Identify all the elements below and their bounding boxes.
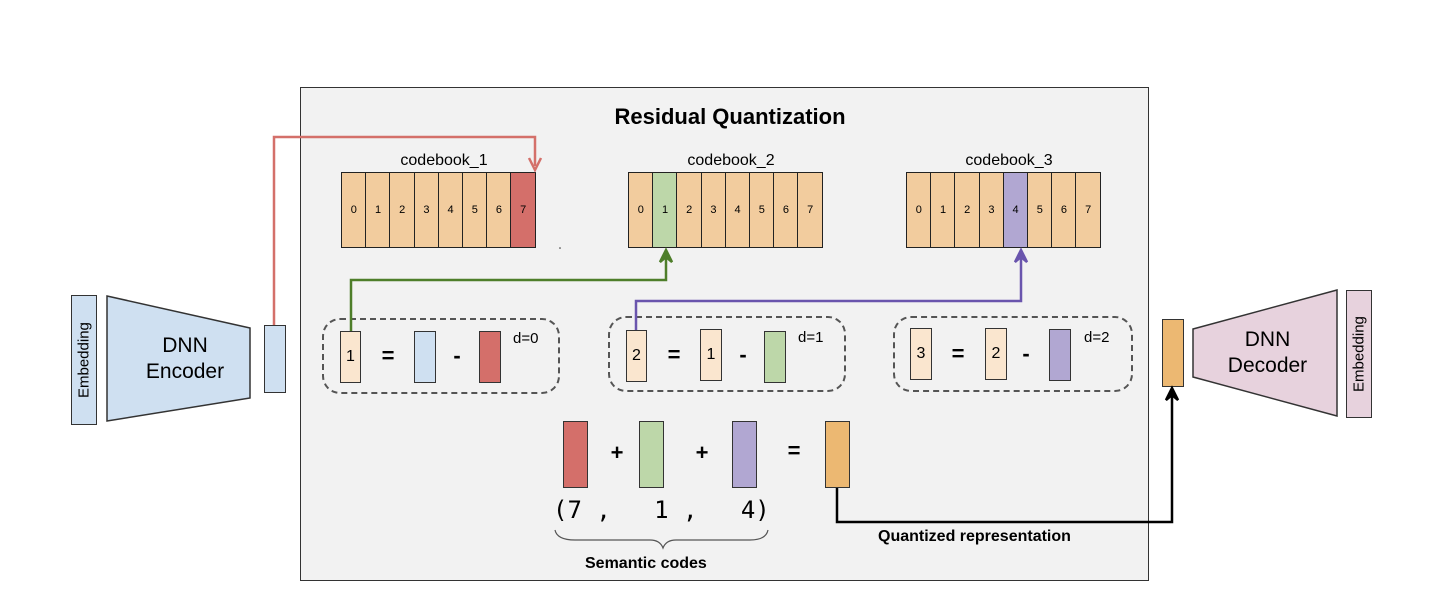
decoder-label: DNN Decoder	[1205, 327, 1330, 379]
depth-label-2: d=2	[1084, 329, 1110, 346]
decoder-input-vector	[1162, 319, 1184, 387]
codebook-cell-selected: 7	[510, 172, 536, 248]
codebook-cell-selected: 4	[1002, 172, 1029, 248]
code-vector-3	[1049, 329, 1071, 381]
equals-sign: =	[787, 438, 801, 463]
equals-sign: =	[381, 343, 395, 368]
minus-sign: -	[739, 342, 747, 367]
codebook-cell: 6	[486, 172, 512, 248]
minus-sign: -	[453, 343, 461, 368]
quantized-representation-label: Quantized representation	[878, 528, 1071, 545]
residual-step-2	[893, 316, 1133, 392]
codebook-2-label: codebook_2	[687, 152, 775, 169]
arrow-encoder-to-codebook-1	[272, 135, 543, 325]
codebook-cell: 2	[389, 172, 416, 248]
encoded-vector	[264, 325, 286, 393]
semantic-codes-brace	[554, 529, 769, 550]
residual-index: 2	[991, 345, 1001, 362]
codebook-cell: 2	[954, 172, 981, 248]
residual-vector-1-copy: 1	[700, 329, 722, 381]
codebook-cell: 7	[1075, 172, 1101, 248]
codebook-cell: 5	[748, 172, 775, 248]
code-vector-1	[479, 331, 501, 383]
codebook-cell: 1	[365, 172, 391, 248]
sum-code-vector-3	[732, 421, 757, 488]
semantic-codes-tuple: (7 , 1 , 4)	[553, 496, 770, 524]
residual-index: 1	[346, 348, 355, 365]
encoder-shape	[106, 295, 251, 422]
residual-index: 2	[632, 347, 641, 364]
residual-quantization-panel	[300, 87, 1149, 581]
stray-dot	[559, 247, 561, 249]
residual-index: 1	[706, 346, 716, 363]
decoder-line2: Decoder	[1227, 354, 1308, 377]
sum-code-vector-1	[563, 421, 588, 488]
equals-sign: =	[951, 341, 965, 366]
depth-label-0: d=0	[513, 330, 539, 347]
codebook-cell-selected: 1	[652, 172, 678, 248]
codebook-cell: 5	[1026, 172, 1053, 248]
encoder-label: DNN Encoder	[130, 333, 240, 385]
arrow-quantized-to-decoder	[835, 385, 1180, 524]
arrow-residual-1-to-codebook-2	[349, 247, 674, 331]
codebook-cell: 7	[797, 172, 823, 248]
minus-sign: -	[1022, 341, 1030, 366]
codebook-cell: 0	[628, 172, 654, 248]
encoder-line1: DNN	[162, 334, 208, 357]
code-vector-2	[764, 331, 786, 383]
residual-step-1	[608, 316, 846, 392]
input-vector	[414, 331, 436, 383]
plus-sign: +	[695, 440, 709, 465]
equals-sign: =	[667, 342, 681, 367]
quantized-vector	[825, 421, 850, 488]
depth-label-1: d=1	[798, 329, 824, 346]
sum-code-vector-2	[639, 421, 664, 488]
semantic-codes-label: Semantic codes	[585, 555, 707, 572]
plus-sign: +	[610, 440, 624, 465]
arrow-residual-2-to-codebook-3	[634, 247, 1029, 330]
residual-vector-2: 2	[626, 330, 647, 382]
decoder-shape	[1192, 289, 1338, 417]
codebook-3-label: codebook_3	[965, 152, 1053, 169]
decoder-line1: DNN	[1244, 328, 1291, 351]
residual-vector-1: 1	[340, 331, 361, 383]
residual-vector-3: 3	[910, 328, 932, 380]
codebook-1-label: codebook_1	[400, 152, 488, 169]
residual-index: 3	[916, 345, 926, 362]
encoder-line2: Encoder	[145, 360, 225, 383]
codebook-cell: 4	[437, 172, 464, 248]
residual-step-0	[322, 318, 560, 394]
diagram-title: Residual Quantization	[614, 104, 846, 129]
residual-vector-2-copy: 2	[985, 328, 1007, 380]
codebook-cell: 2	[676, 172, 703, 248]
